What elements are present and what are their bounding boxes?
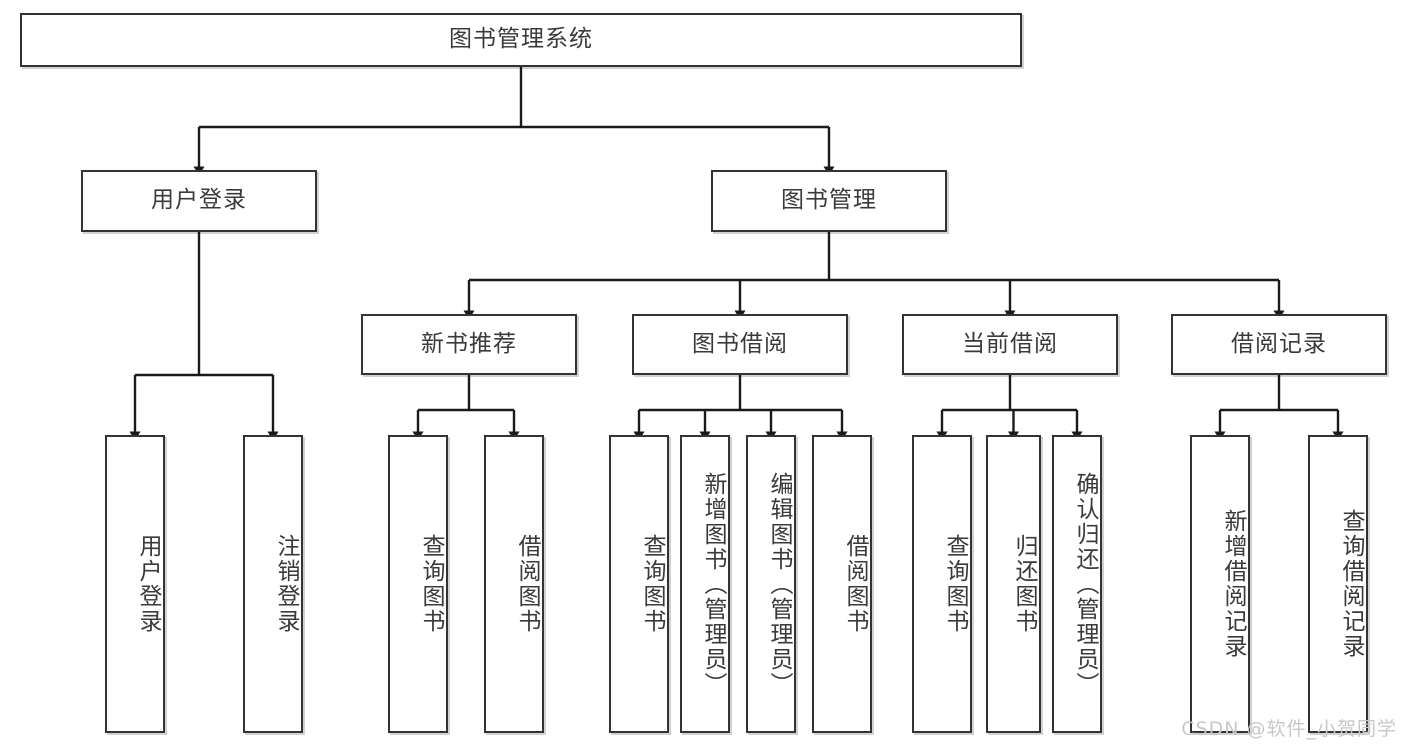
node-borrow_log[interactable]: 借阅记录	[1171, 314, 1387, 375]
node-label: 用户登录	[151, 187, 247, 214]
node-label: 新增借阅记录	[1220, 509, 1246, 659]
node-l_add_rec[interactable]: 新增借阅记录	[1190, 435, 1250, 733]
node-label: 当前借阅	[962, 330, 1058, 357]
node-l_edit_book[interactable]: 编辑图书（管理员）	[746, 435, 796, 733]
node-root[interactable]: 图书管理系统	[20, 13, 1022, 67]
node-l_logout[interactable]: 注销登录	[243, 435, 303, 733]
node-label: 查询借阅记录	[1338, 509, 1364, 659]
node-label: 归还图书	[1011, 534, 1037, 634]
node-l_query_rec[interactable]: 查询借阅记录	[1308, 435, 1368, 733]
node-label: 查询图书	[639, 534, 665, 634]
node-label: 借阅图书	[842, 534, 868, 634]
node-l_user_login[interactable]: 用户登录	[105, 435, 165, 733]
node-new_book_rec[interactable]: 新书推荐	[361, 314, 577, 375]
node-user_login[interactable]: 用户登录	[81, 170, 317, 232]
node-label: 注销登录	[273, 534, 299, 634]
node-l_query_b1[interactable]: 查询图书	[388, 435, 448, 733]
node-label: 用户登录	[135, 534, 161, 634]
node-label: 确认归还（管理员）	[1072, 471, 1098, 697]
node-label: 图书借阅	[692, 330, 788, 357]
node-label: 编辑图书（管理员）	[766, 471, 792, 697]
node-label: 新增图书（管理员）	[700, 471, 726, 697]
node-l_query_b3[interactable]: 查询图书	[912, 435, 972, 733]
node-l_confirm_ret[interactable]: 确认归还（管理员）	[1052, 435, 1102, 733]
node-book_mgmt[interactable]: 图书管理	[711, 170, 947, 232]
node-label: 新书推荐	[421, 330, 517, 357]
node-l_borrow_b2[interactable]: 借阅图书	[812, 435, 872, 733]
node-l_borrow_b1[interactable]: 借阅图书	[484, 435, 544, 733]
node-l_return_book[interactable]: 归还图书	[986, 435, 1041, 733]
csdn-watermark: CSDN @软件_小贺同学	[1181, 718, 1397, 740]
node-l_add_book[interactable]: 新增图书（管理员）	[680, 435, 730, 733]
node-label: 查询图书	[942, 534, 968, 634]
node-label: 借阅记录	[1231, 330, 1327, 357]
node-label: 查询图书	[418, 534, 444, 634]
node-book_borrow[interactable]: 图书借阅	[632, 314, 848, 375]
node-label: 借阅图书	[514, 534, 540, 634]
node-label: 图书管理	[781, 187, 877, 214]
node-cur_borrow[interactable]: 当前借阅	[902, 314, 1118, 375]
node-l_query_b2[interactable]: 查询图书	[609, 435, 669, 733]
node-label: 图书管理系统	[449, 26, 593, 53]
